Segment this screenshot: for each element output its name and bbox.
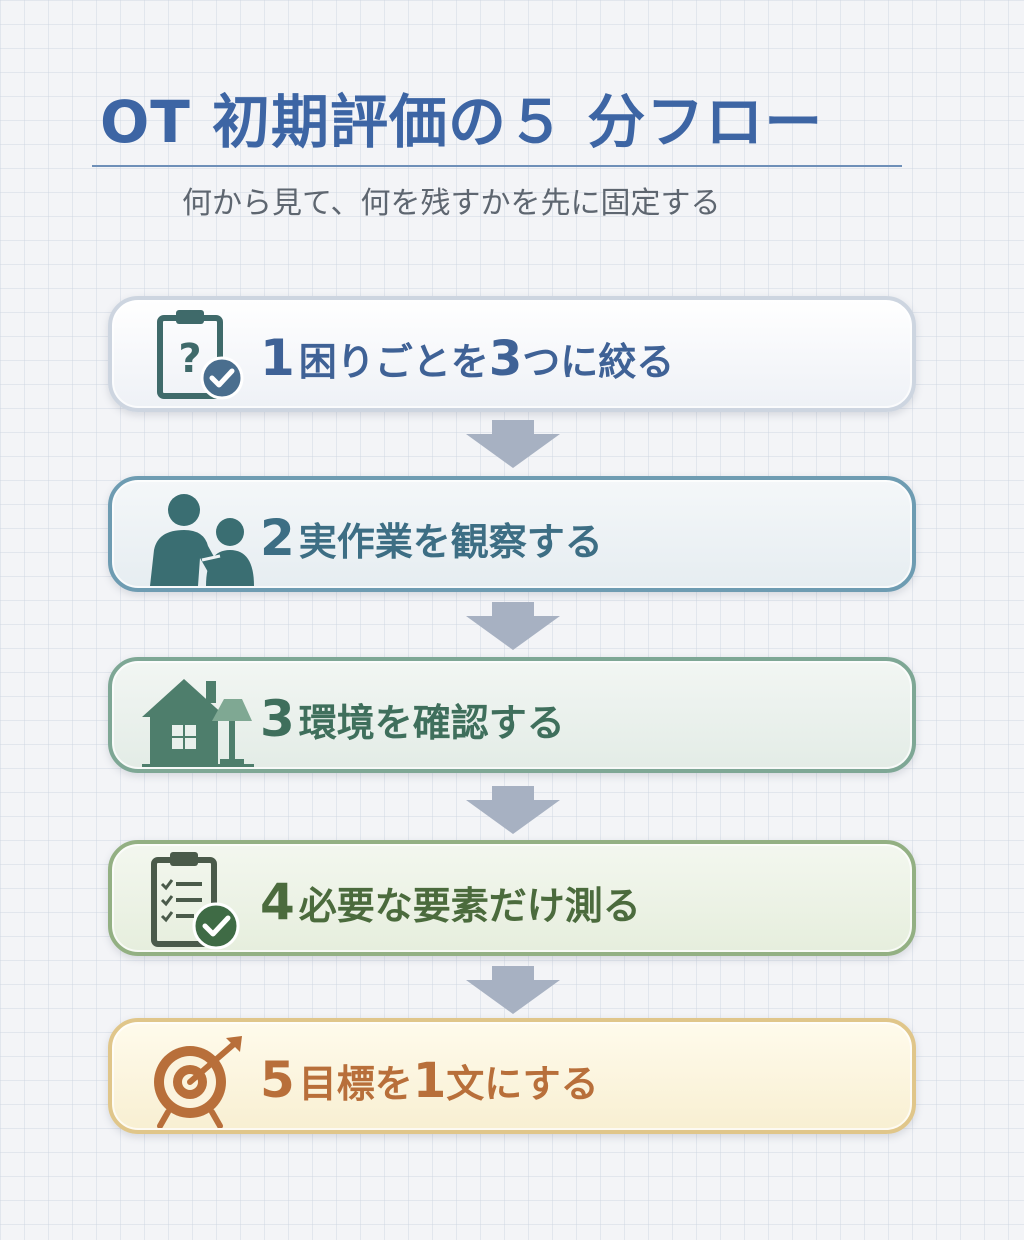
svg-text:?: ? [178,336,201,382]
step-5-text-a: 目標を [298,1062,413,1106]
step-5-number: 5 [260,1051,295,1109]
step-4-text: 必要な要素だけ測る [298,884,641,928]
step-5-text-c: 文にする [446,1062,599,1106]
title-divider [92,165,902,167]
flow-arrow-4 [466,966,560,1014]
page-title: OT 初期評価の５ 分フロー [100,88,824,156]
flow-arrow-2 [466,602,560,650]
step-1-text-b: 3 [488,331,523,387]
people-observe-icon [142,486,254,586]
step-3-number: 3 [260,690,295,748]
step-1-text-c: つに絞る [522,340,675,384]
flow-arrow-3 [466,786,560,834]
step-2-number: 2 [260,509,295,567]
step-4-number: 4 [260,873,295,931]
step-1-text-a: 困りごとを [298,340,489,384]
page-subtitle: 何から見て、何を残すかを先に固定する [182,186,721,221]
step-1-number: 1 [260,329,295,387]
checklist-icon [142,850,254,950]
flow-arrow-1 [466,420,560,468]
target-icon [142,1028,254,1128]
clipboard-question-icon: ? [142,306,254,406]
step-2-text: 実作業を観察する [298,520,603,564]
step-5-text-b: 1 [412,1053,447,1109]
step-3-text: 環境を確認する [298,701,565,745]
house-lamp-icon [142,667,254,767]
